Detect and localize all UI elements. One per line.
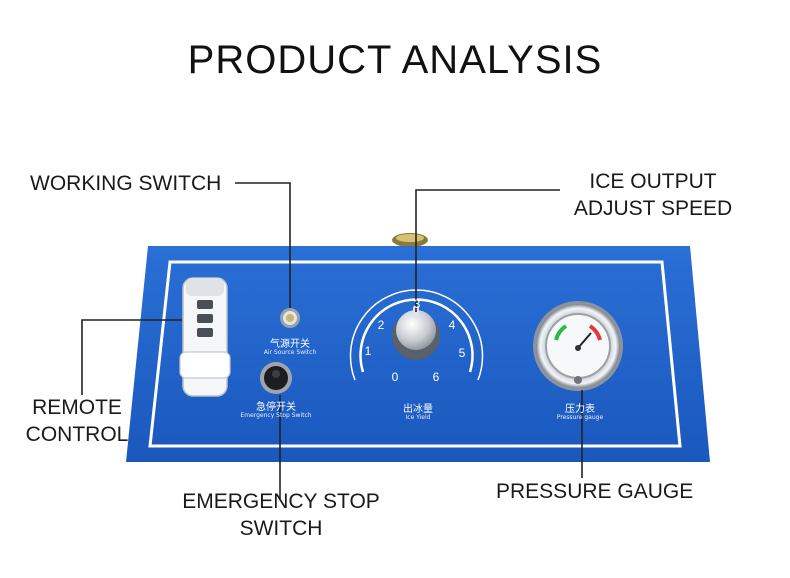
emergency-label-zh: 急停开关 bbox=[256, 402, 296, 413]
dial-tick-4: 4 bbox=[448, 318, 456, 332]
callout-ice-output-line1: ICE OUTPUT bbox=[589, 170, 717, 193]
leader-remote bbox=[81, 319, 182, 395]
callout-emergency-line2: SWITCH bbox=[239, 517, 323, 540]
dial-tick-5: 5 bbox=[458, 346, 466, 360]
callout-working-switch: WORKING SWITCH bbox=[30, 172, 222, 195]
pressure-label-zh: 压力表 bbox=[565, 404, 595, 415]
ice-yield-label-en: Ice Yield bbox=[405, 414, 431, 421]
leader-ice-output bbox=[415, 189, 560, 312]
page-title: PRODUCT ANALYSIS bbox=[187, 38, 603, 82]
rotary-knob-icon[interactable] bbox=[392, 306, 440, 360]
panel-inner-border bbox=[148, 260, 682, 448]
pressure-label-en: Pressure gauge bbox=[556, 414, 604, 421]
air-source-label-zh: 气源开关 bbox=[270, 339, 310, 350]
leader-working-switch bbox=[235, 182, 291, 308]
dial-tick-6: 6 bbox=[432, 370, 440, 384]
callout-emergency-line1: EMERGENCY STOP bbox=[182, 490, 380, 513]
callout-remote-control: REMOTE CONTROL bbox=[18, 394, 136, 448]
air-source-label-en: Air Source Switch bbox=[263, 349, 317, 356]
dial-tick-0: 0 bbox=[391, 370, 399, 384]
callout-pressure-gauge: PRESSURE GAUGE bbox=[496, 480, 694, 503]
callout-remote-line2: CONTROL bbox=[25, 423, 129, 446]
dial-tick-1: 1 bbox=[364, 344, 372, 358]
callout-ice-output-line2: ADJUST SPEED bbox=[573, 197, 733, 220]
brass-fitting bbox=[392, 233, 428, 247]
working-switch-icon[interactable] bbox=[280, 308, 300, 328]
emergency-label-en: Emergency Stop Switch bbox=[240, 412, 312, 419]
pressure-gauge-icon bbox=[533, 301, 623, 391]
dial-tick-3: 3 bbox=[413, 297, 421, 311]
remote-control-icon[interactable] bbox=[179, 277, 231, 397]
leader-lines bbox=[81, 182, 583, 500]
callout-remote-line1: REMOTE bbox=[32, 396, 122, 419]
callout-emergency-stop: EMERGENCY STOP SWITCH bbox=[178, 488, 384, 542]
dial-tick-2: 2 bbox=[377, 318, 385, 332]
emergency-stop-knob-icon[interactable] bbox=[260, 362, 292, 394]
ice-yield-label-zh: 出冰量 bbox=[403, 404, 433, 415]
callout-ice-output: ICE OUTPUT ADJUST SPEED bbox=[568, 168, 738, 222]
